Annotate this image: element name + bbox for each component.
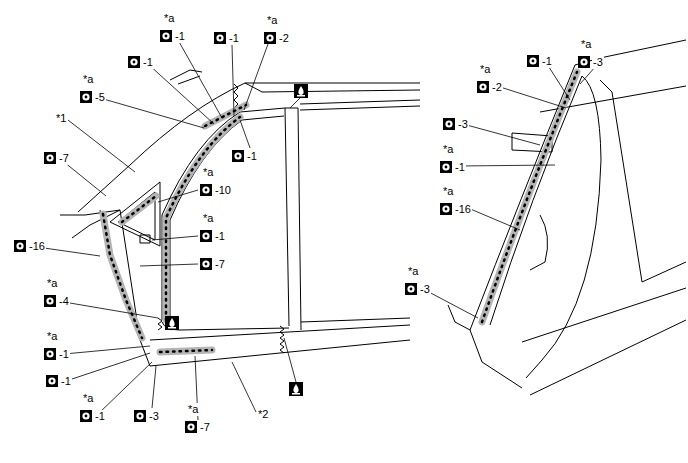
weld-symbol: [46, 375, 58, 387]
callout-number: -1: [214, 230, 226, 243]
callout-number: -5: [94, 91, 106, 104]
weld-symbol: [128, 56, 140, 68]
callout-number: -16: [28, 240, 46, 253]
weld-symbol: [134, 410, 146, 422]
callout-number: -1: [142, 56, 154, 69]
callout-number: -3: [457, 118, 469, 131]
weld-symbol: [214, 32, 226, 44]
callout-mark: *2: [257, 408, 269, 421]
weld-symbol: [527, 55, 539, 67]
weld-symbol: [443, 118, 455, 130]
weld-symbol: [80, 410, 92, 422]
callout-number: -1: [174, 30, 186, 43]
callout-mark: *a: [82, 73, 94, 86]
weld-symbol: [477, 81, 489, 93]
weld-symbol: [80, 91, 92, 103]
weld-symbol: [264, 32, 276, 44]
callout-mark: *a: [442, 143, 454, 156]
callout-number: -2: [278, 32, 290, 45]
callout-number: -3: [419, 283, 431, 296]
callout-number: -10: [214, 184, 232, 197]
callout-number: -4: [58, 295, 70, 308]
callout-mark: *a: [407, 265, 419, 278]
callout-number: -7: [214, 258, 226, 271]
callout-mark: *a: [442, 185, 454, 198]
sealer-drop-symbol: [165, 84, 308, 396]
callout-number: -1: [228, 32, 240, 45]
weld-symbol: [440, 161, 452, 173]
weld-symbol: [405, 283, 417, 295]
weld-symbol: [160, 30, 172, 42]
weld-symbol: [185, 421, 197, 433]
callout-number: -1: [454, 161, 466, 174]
weld-symbol: [44, 348, 56, 360]
callout-number: -7: [58, 152, 70, 165]
callout-number: -1: [94, 410, 106, 423]
callout-number: -3: [592, 56, 604, 69]
weld-symbol: [44, 295, 56, 307]
callout-mark: *a: [187, 403, 199, 416]
callout-mark: *a: [82, 392, 94, 405]
callout-mark: *a: [46, 277, 58, 290]
callout-mark: *a: [202, 212, 214, 225]
weld-symbol: [232, 150, 244, 162]
weld-symbol: [14, 240, 26, 252]
callout-mark: *a: [46, 330, 58, 343]
weld-symbol: [44, 152, 56, 164]
callout-mark: *a: [580, 38, 592, 51]
callout-number: -1: [58, 348, 70, 361]
weld-symbol: [200, 184, 212, 196]
callout-number: -2: [491, 81, 503, 94]
callout-number: -16: [454, 203, 472, 216]
weld-symbol: [200, 230, 212, 242]
callout-mark: *1: [55, 112, 67, 125]
weld-symbol: [578, 56, 590, 68]
callout-number: -1: [246, 150, 258, 163]
callout-number: -1: [541, 55, 553, 68]
callout-mark: *a: [163, 12, 175, 25]
weld-symbol: [200, 258, 212, 270]
weld-symbol: [440, 203, 452, 215]
callout-number: -3: [148, 410, 160, 423]
callout-mark: *a: [202, 166, 214, 179]
callout-mark: *a: [266, 14, 278, 27]
callout-mark: *a: [479, 63, 491, 76]
callout-number: -1: [60, 375, 72, 388]
callout-number: -7: [199, 421, 211, 434]
